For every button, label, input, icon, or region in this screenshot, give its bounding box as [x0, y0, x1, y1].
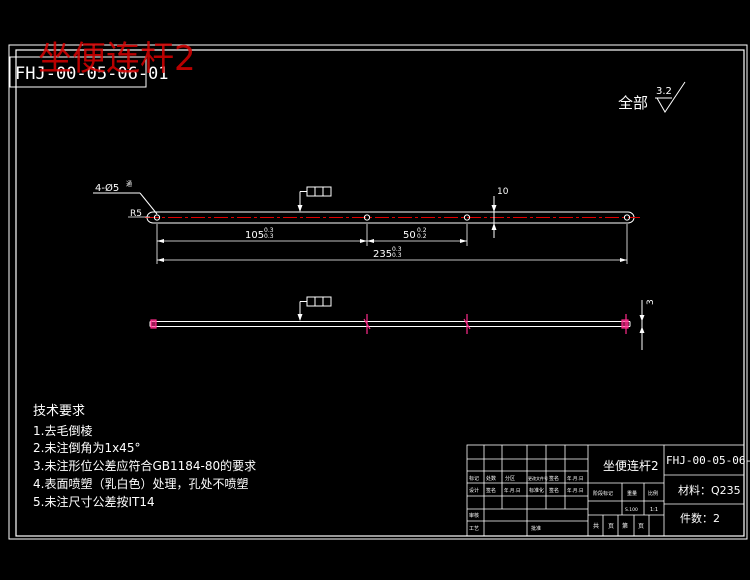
cell-review: 审核 [469, 512, 479, 519]
tech-requirements: 技术要求 1.去毛倒棱 2.未注倒角为1x45° 3.未注形位公差应符合GB11… [33, 404, 256, 509]
cell-change-doc: 更改文件号 [528, 475, 548, 481]
watermark: 坐便连杆2 [38, 39, 196, 79]
end-radius-label: R5 [130, 209, 142, 219]
tech-item-4: 4.表面喷塑（乳白色）处理，孔处不喷塑 [33, 476, 248, 491]
hole-4 [623, 214, 631, 221]
cell-standard: 标准化 [529, 487, 544, 494]
dim-50-tol-upper: 0.2 [417, 227, 427, 234]
cell-design: 设计 [469, 487, 479, 494]
hole-3 [463, 214, 471, 221]
part-name: 坐便连杆2 [603, 458, 659, 473]
cell-scale-value-b: 1:1 [650, 507, 658, 513]
quantity: 件数：2 [680, 512, 720, 525]
cell-sign: 签名 [549, 475, 559, 482]
cell-total: 共 [593, 522, 599, 530]
cell-index: 第 [622, 522, 628, 530]
cell-stage: 阶段标记 [593, 490, 613, 497]
cell-design-sign: 签名 [486, 487, 496, 494]
dim-105-tol-lower: 0.3 [264, 233, 274, 240]
dim-235-tol-upper: 0.3 [392, 246, 402, 253]
title-block [466, 444, 745, 537]
surface-finish-symbol [656, 81, 686, 113]
tech-item-1: 1.去毛倒棱 [33, 423, 92, 438]
cell-mark: 标记 [469, 475, 479, 482]
dim-235: 235 [373, 249, 392, 260]
cell-pages-b: 页 [638, 523, 644, 530]
dim-105: 105 [245, 230, 264, 241]
hole-1 [153, 214, 161, 221]
dim-50-tol-lower: 0.2 [417, 233, 427, 240]
title-drawing-number: FHJ-00-05-06-01 [666, 454, 750, 467]
hole-note-sup: 通 [126, 180, 132, 188]
dim-50: 50 [403, 230, 416, 241]
material: 材料：Q235 [678, 483, 741, 497]
cell-process: 工艺 [469, 526, 479, 532]
surface-finish-value: 3.2 [656, 86, 672, 97]
top-view: 4-Ø5 通 R5 10 105 0.3 0.3 50 0.2 [93, 180, 640, 264]
cell-date: 年.月.日 [567, 475, 583, 482]
tech-item-5: 5.未注尺寸公差按IT14 [33, 494, 155, 509]
cell-standard-date: 年.月.日 [567, 487, 583, 494]
cell-count: 处数 [486, 475, 496, 482]
cell-weight: 重量 [627, 490, 637, 497]
dim-105-tol-upper: 0.3 [264, 227, 274, 234]
hole-2 [363, 214, 371, 221]
tech-item-2: 2.未注倒角为1x45° [33, 440, 140, 455]
drawing-number: FHJ-00-05-06-01 [15, 64, 169, 84]
side-hole-marks [150, 314, 629, 334]
side-hole-1 [150, 319, 157, 329]
title-block-text: 坐便连杆2 FHJ-00-05-06-01 材料：Q235 件数：2 标记 处数… [469, 454, 750, 532]
side-view: 3 [149, 296, 656, 350]
cell-zone: 分区 [505, 475, 515, 482]
cell-standard-sign: 签名 [549, 487, 559, 494]
cell-design-date: 年.月.日 [504, 487, 520, 494]
cell-pages-a: 页 [608, 523, 614, 530]
cell-scale-value-a: S.100 [625, 507, 638, 513]
cell-scale: 比例 [648, 490, 658, 497]
tech-title: 技术要求 [33, 404, 85, 419]
tech-item-3: 3.未注形位公差应符合GB1184-80的要求 [33, 458, 256, 473]
dim-3: 3 [646, 299, 656, 305]
hole-note: 4-Ø5 [95, 182, 119, 194]
title-block-frame [466, 444, 745, 537]
inner-frame [15, 49, 745, 537]
drawing-number-box [9, 56, 147, 88]
dim-235-tol-lower: 0.3 [392, 252, 402, 259]
drawing-frame [8, 44, 748, 540]
dim-10: 10 [497, 187, 509, 197]
cell-approve: 批准 [531, 525, 541, 532]
surface-finish-label: 全部 [618, 94, 648, 112]
